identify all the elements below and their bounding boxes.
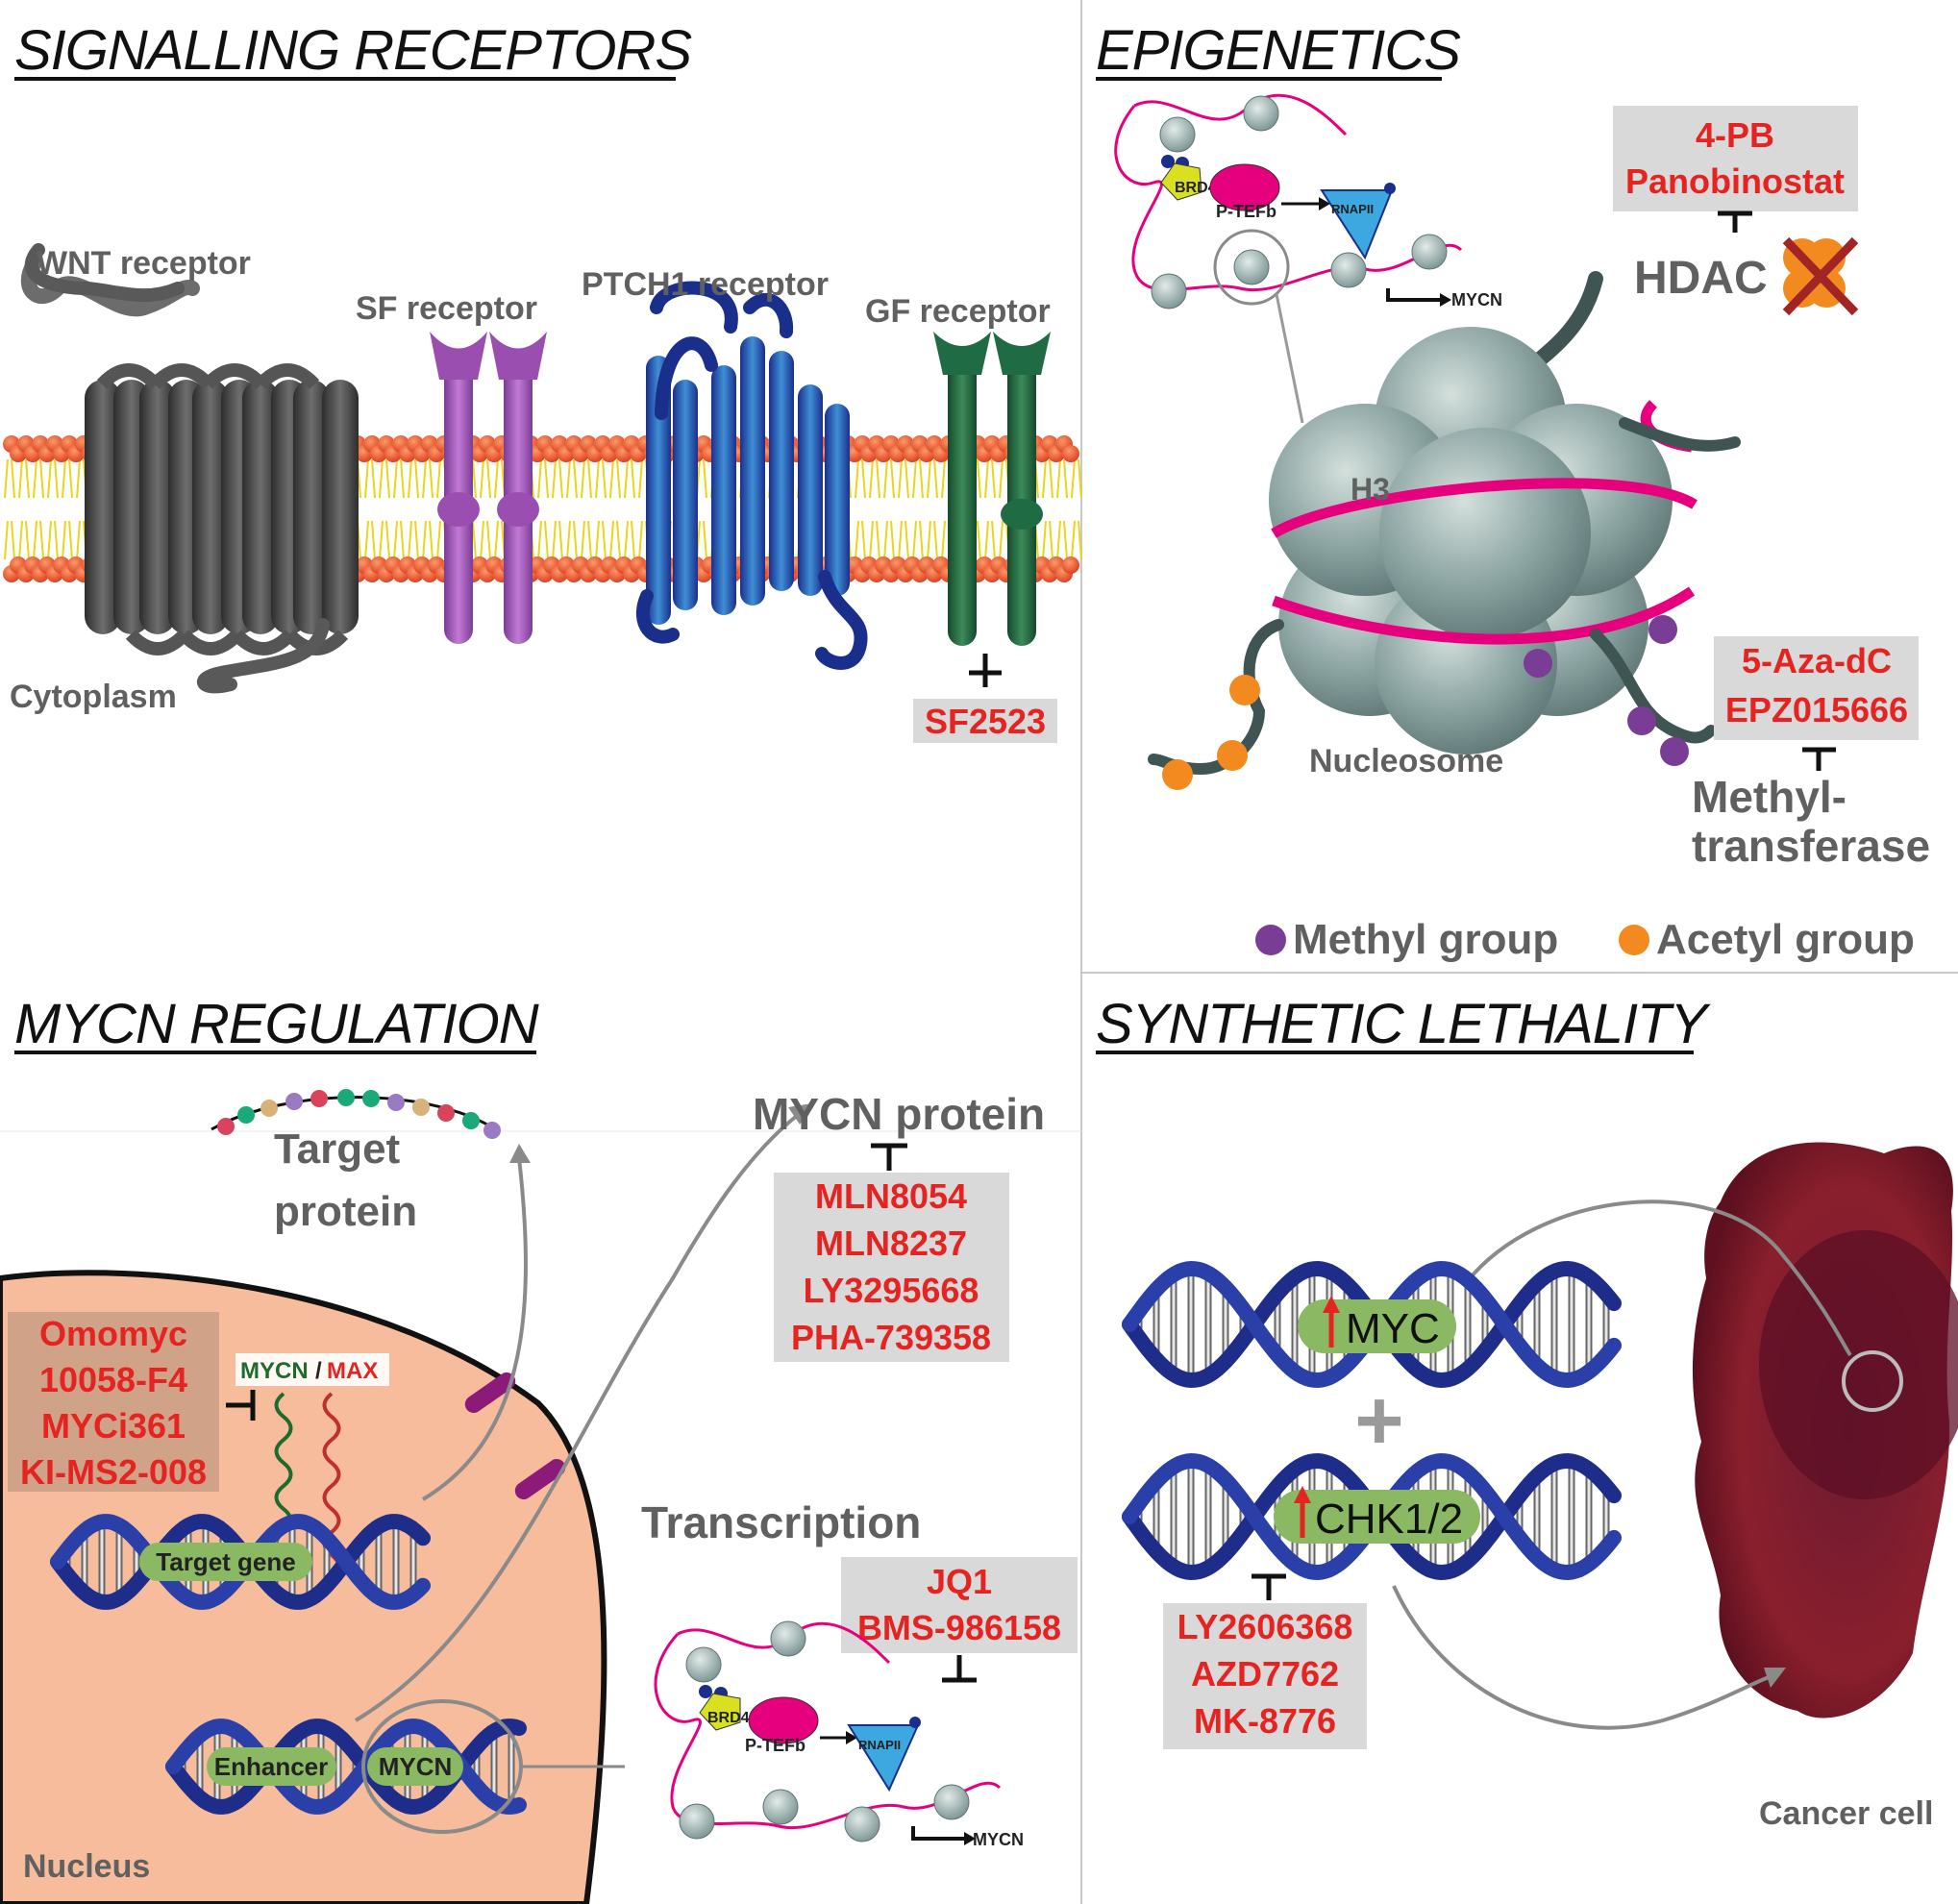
- brd4-label: BRD4: [707, 1710, 750, 1726]
- drug-sf2523: SF2523: [925, 702, 1046, 741]
- panel-title-signalling: SIGNALLING RECEPTORS: [14, 19, 692, 82]
- sf2523-inhibition: SF2523: [913, 654, 1057, 743]
- enhancer-box: [207, 1747, 336, 1786]
- panel-epigenetics: EPIGENETICS BRD4 P-TEFb RNAPII: [1096, 19, 1930, 963]
- drug-ki-ms2-008: KI-MS2-008: [20, 1452, 207, 1492]
- mycn-small-label: MYCN: [973, 1830, 1024, 1849]
- drug-bms-986158: BMS-986158: [857, 1608, 1061, 1647]
- drug-myci361: MYCi361: [41, 1406, 186, 1446]
- drug-ly3295668: LY3295668: [804, 1271, 979, 1310]
- chk-gene-box: [1274, 1490, 1480, 1544]
- hdac-label: HDAC: [1634, 253, 1768, 304]
- drug-5-aza-dc: 5-Aza-dC: [1742, 641, 1892, 680]
- panel-title-synthetic-lethality: SYNTHETIC LETHALITY: [1096, 993, 1712, 1055]
- drug-mln8237: MLN8237: [815, 1224, 967, 1263]
- nuclear-pore: [514, 1458, 566, 1500]
- legend-acetyl-swatch: [1619, 925, 1649, 955]
- drug-pha-739358: PHA-739358: [791, 1318, 991, 1357]
- transcription-inhibition: JQ1 BMS-986158: [841, 1557, 1078, 1683]
- cancer-cell-label: Cancer cell: [1759, 1795, 1933, 1832]
- target-protein-label-2: protein: [274, 1188, 417, 1235]
- dimer-inhibition: Omomyc 10058-F4 MYCi361 KI-MS2-008: [8, 1312, 256, 1492]
- panel-synthetic-lethality: SYNTHETIC LETHALITY Cancer cell MYC + CH…: [1096, 993, 1958, 1832]
- legend-acetyl-label: Acetyl group: [1656, 916, 1915, 963]
- gf-receptor-label: GF receptor: [865, 293, 1051, 330]
- ptefb-label: P-TEFb: [1216, 202, 1276, 221]
- methyltransferase-label-1: Methyl-: [1692, 772, 1846, 822]
- panel-mycn-regulation: MYCN REGULATION Nucleus Target protein: [0, 993, 1078, 1904]
- up-arrow-icon: [1294, 1486, 1311, 1538]
- lethality-arrow: [1392, 1585, 1770, 1730]
- ptch1-receptor: [635, 281, 868, 670]
- legend-methyl-label: Methyl group: [1293, 916, 1558, 963]
- target-gene-label: Target gene: [156, 1547, 295, 1576]
- drug-panobinostat: Panobinostat: [1625, 161, 1845, 201]
- target-gene-box: [139, 1543, 312, 1581]
- brd4-label: BRD4: [1175, 180, 1217, 196]
- drug-mln8054: MLN8054: [815, 1176, 967, 1216]
- chk-label: CHK1/2: [1315, 1496, 1463, 1543]
- sf-receptor-label: SF receptor: [356, 290, 537, 327]
- legend-methyl-swatch: [1255, 925, 1286, 955]
- drug-10058-f4: 10058-F4: [39, 1360, 187, 1399]
- methyltransferase-inhibition: 5-Aza-dC EPZ015666: [1714, 636, 1919, 771]
- cancer-cell: [1464, 1142, 1958, 1719]
- drug-jq1: JQ1: [927, 1562, 992, 1601]
- panel-title-epigenetics: EPIGENETICS: [1096, 19, 1461, 82]
- target-protein-label-1: Target: [274, 1125, 401, 1173]
- nucleosome-label: Nucleosome: [1309, 743, 1503, 779]
- gf-receptor: [933, 332, 1051, 646]
- mycn-gene-box: [367, 1747, 463, 1786]
- methyltransferase-label-2: transferase: [1692, 821, 1930, 871]
- up-arrow-icon: [1323, 1296, 1340, 1348]
- panel-signalling-receptors: SIGNALLING RECEPTORS WNT receptor Cytopl…: [3, 19, 1082, 743]
- wnt-receptor: [20, 243, 359, 694]
- drug-mk-8776: MK-8776: [1194, 1701, 1336, 1741]
- nuclear-pore: [464, 1372, 516, 1414]
- transcription-label: Transcription: [641, 1497, 921, 1547]
- drug-azd7762: AZD7762: [1191, 1654, 1339, 1694]
- mycn-small-label: MYCN: [1451, 290, 1502, 309]
- drug-ly2606368: LY2606368: [1177, 1607, 1353, 1646]
- mycn-gene-label: MYCN: [379, 1752, 453, 1781]
- target-protein-chain: [211, 1089, 501, 1139]
- expression-arrow: [354, 1113, 800, 1722]
- mycn-protein-label: MYCN protein: [753, 1089, 1045, 1139]
- wnt-receptor-label: WNT receptor: [37, 245, 251, 282]
- ptefb-label: P-TEFb: [745, 1736, 806, 1755]
- plus-sign: +: [1354, 1372, 1403, 1468]
- hdac-inhibition: 4-PB Panobinostat: [1613, 106, 1858, 233]
- h3-label: H3: [1351, 472, 1390, 507]
- chk-inhibition: LY2606368 AZD7762 MK-8776: [1163, 1573, 1367, 1749]
- panel-title-mycn-regulation: MYCN REGULATION: [14, 993, 539, 1055]
- legend: Methyl group Acetyl group: [1255, 916, 1915, 963]
- drug-omomyc: Omomyc: [39, 1314, 187, 1353]
- rnapii-label: RNAPII: [1331, 202, 1374, 216]
- chromatin-inset: BRD4 P-TEFb RNAPII MYCN: [1114, 93, 1502, 424]
- mycn-protein-inhibition: MLN8054 MLN8237 LY3295668 PHA-739358: [774, 1143, 1009, 1362]
- ptch1-receptor-label: PTCH1 receptor: [582, 266, 829, 303]
- max-dimer-label: MAX: [327, 1358, 378, 1384]
- cytoplasm-label: Cytoplasm: [10, 679, 177, 715]
- nucleosome: [1148, 271, 1741, 790]
- sf-receptor: [430, 332, 547, 644]
- myc-label: MYC: [1346, 1305, 1440, 1352]
- enhancer-label: Enhancer: [214, 1752, 329, 1781]
- dimer-slash: /: [315, 1358, 322, 1384]
- transcription-chromatin: BRD4 P-TEFb RNAPII MYCN: [654, 1620, 1024, 1849]
- nucleus-label: Nucleus: [23, 1848, 150, 1885]
- drug-epz015666: EPZ015666: [1725, 690, 1908, 729]
- drug-4pb: 4-PB: [1696, 115, 1774, 155]
- rnapii-label: RNAPII: [858, 1738, 901, 1752]
- translation-arrow: [421, 1157, 528, 1501]
- mycn-dimer-label: MYCN: [240, 1358, 309, 1384]
- acetyl-removed-icon: [1782, 236, 1859, 316]
